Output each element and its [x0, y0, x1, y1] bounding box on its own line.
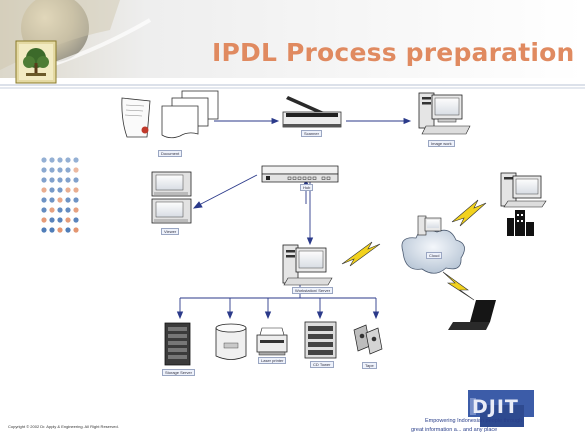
tagline-line-2: great information a... and any place	[411, 427, 498, 433]
university-seal-logo	[15, 40, 57, 84]
decorative-dot	[57, 217, 63, 223]
label-hub: Hub	[300, 184, 314, 191]
logo-text: DJIT	[472, 396, 519, 418]
workstations-icon	[151, 171, 192, 224]
connection-lines	[176, 117, 412, 320]
decorative-dot	[65, 197, 71, 203]
decorative-dot	[73, 207, 79, 213]
label-image-work: Image work	[428, 140, 455, 147]
wireless-link-icon	[341, 199, 487, 301]
decorative-dot	[41, 177, 47, 183]
decorative-dot	[49, 157, 55, 163]
decorative-dot	[49, 217, 55, 223]
decorative-dot	[73, 177, 79, 183]
office-building-icon	[507, 210, 534, 236]
decorative-dot	[73, 197, 79, 203]
decorative-dot	[65, 157, 71, 163]
label-scanner: Scanner	[301, 130, 322, 137]
decorative-dot	[41, 167, 47, 173]
label-server: Workstation/ Server	[292, 287, 334, 294]
server-computer-icon	[282, 244, 333, 286]
decorative-dot	[49, 167, 55, 173]
decorative-dot	[65, 177, 71, 183]
decorative-dot	[41, 197, 47, 203]
decorative-dot	[57, 227, 63, 233]
label-documents: Document	[158, 150, 183, 157]
label-viewer: Viewer	[161, 228, 180, 235]
computer-icon-top-right	[418, 92, 471, 135]
decorative-dot	[57, 157, 63, 163]
decorative-dot	[41, 207, 47, 213]
header-decoration	[0, 0, 585, 89]
decorative-dot	[73, 227, 79, 233]
scanner-icon	[282, 96, 342, 128]
decorative-dot	[65, 207, 71, 213]
network-hub-icon	[261, 165, 339, 183]
decorative-dot	[49, 227, 55, 233]
label-cloud: Cloud	[426, 252, 443, 259]
document-stack-icon	[121, 90, 219, 139]
decorative-dot	[49, 177, 55, 183]
cd-tower-icon	[304, 321, 337, 359]
decorative-dot	[73, 217, 79, 223]
label-printer: Laser printer	[258, 357, 287, 364]
decorative-dot	[57, 167, 63, 173]
decorative-dot	[57, 197, 63, 203]
tape-cartridge-icon	[353, 324, 383, 355]
decorative-dot	[73, 157, 79, 163]
slide-title: IPDL Process preparation	[212, 38, 575, 67]
decorative-dot	[57, 207, 63, 213]
decorative-dot	[65, 187, 71, 193]
decorative-dot	[41, 217, 47, 223]
decorative-dot	[73, 187, 79, 193]
dot-pattern-decoration	[41, 157, 79, 233]
djit-logo	[468, 390, 534, 427]
decorative-dot	[57, 187, 63, 193]
decorative-dot	[49, 207, 55, 213]
laptop-icon	[448, 300, 496, 330]
decorative-dot	[73, 167, 79, 173]
decorative-dot	[41, 227, 47, 233]
decorative-dot	[41, 157, 47, 163]
label-tape: Tape	[362, 362, 377, 369]
decorative-dot	[65, 217, 71, 223]
decorative-dot	[49, 197, 55, 203]
label-cd-tower: CD Tower	[310, 361, 334, 368]
label-storage-server: Storage Server	[162, 369, 195, 376]
decorative-dot	[49, 187, 55, 193]
internet-cloud-icon	[401, 215, 465, 274]
disk-storage-icon	[215, 323, 247, 360]
storage-server-icon	[164, 322, 191, 366]
decorative-dot	[41, 187, 47, 193]
decorative-dot	[65, 167, 71, 173]
decorative-dot	[65, 227, 71, 233]
remote-computer-icon	[500, 172, 547, 208]
tagline-line-1: Empowering Indonesian people through	[425, 418, 523, 424]
decorative-dot	[57, 177, 63, 183]
printer-icon	[256, 327, 288, 356]
copyright-text: Copyright © 2002 Dr. Apply & Engineering…	[8, 424, 119, 429]
